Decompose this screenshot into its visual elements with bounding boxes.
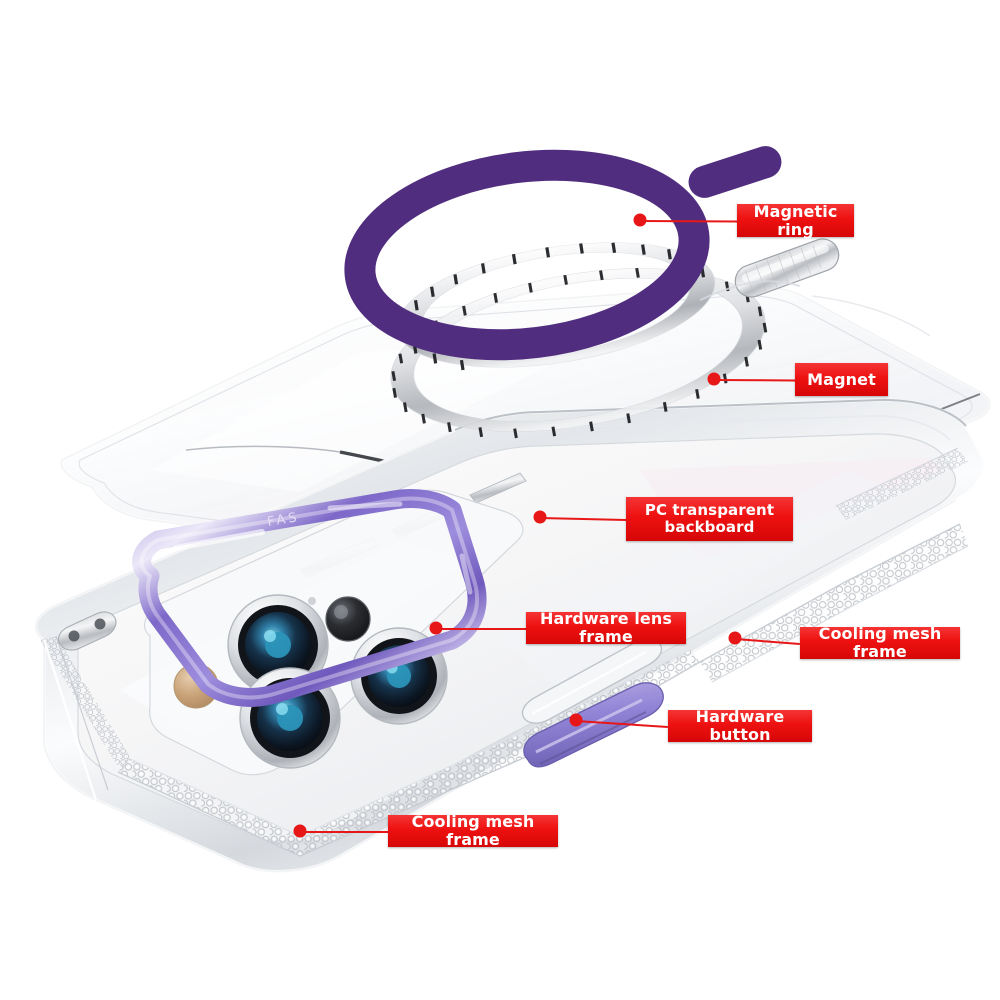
leader-line-cooling-mesh-frame-bottom: [300, 831, 388, 833]
leader-dot-magnetic-ring: [633, 213, 647, 227]
magnet-bar-purple: [688, 146, 782, 198]
callout-cooling-mesh-frame-right[interactable]: Cooling mesh frame: [800, 625, 960, 660]
rim-slot-cut: [521, 638, 663, 724]
case-engraving: FAS: [266, 510, 300, 530]
callout-hardware-lens-frame[interactable]: Hardware lens frame: [526, 610, 686, 645]
hardware-button-purple: [523, 682, 664, 768]
leader-dot-hardware-lens-frame: [429, 621, 443, 635]
callout-pc-transparent-backboard[interactable]: PC transparent backboard: [626, 497, 793, 541]
leader-dot-cooling-mesh-frame-right: [728, 631, 742, 645]
camera-lens: [227, 594, 329, 696]
hardware-lens-frame-purple: FAS: [132, 488, 487, 707]
leader-dot-cooling-mesh-frame-bottom: [293, 824, 307, 838]
segmented-magnet-ring-lower: [390, 267, 768, 439]
callout-magnetic-ring[interactable]: Magnetic ring: [737, 202, 854, 238]
leader-dot-hardware-button: [569, 713, 583, 727]
left-rim-button: [57, 611, 117, 651]
leader-line-hardware-lens-frame: [436, 628, 526, 630]
leader-dot-pc-transparent-backboard: [533, 510, 547, 524]
magnetic-ring-outline: [344, 149, 710, 361]
callout-magnet[interactable]: Magnet: [795, 363, 888, 396]
leader-dot-magnet: [707, 372, 721, 386]
callout-cooling-mesh-frame-bottom[interactable]: Cooling mesh frame: [388, 813, 558, 848]
callout-hardware-button[interactable]: Hardware button: [668, 708, 812, 743]
cooling-mesh-upper-right: [835, 447, 968, 520]
